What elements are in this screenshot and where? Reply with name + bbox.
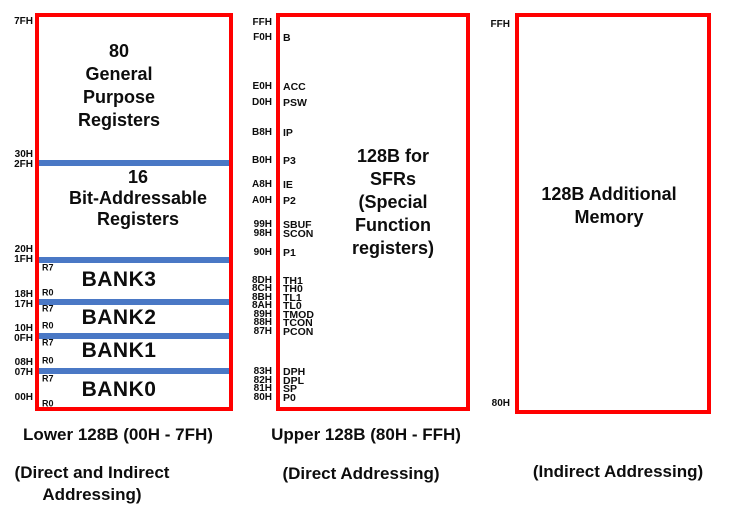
- sfr-address-label: 8AH: [251, 300, 272, 311]
- general-purpose-registers-text: 80 General Purpose Registers: [77, 41, 161, 130]
- lower-address-label: 0FH: [14, 333, 33, 344]
- sfr-register-name: IE: [283, 179, 293, 191]
- sfr-register-name: IP: [283, 127, 293, 139]
- bank-label: BANK1: [81, 339, 157, 362]
- register-r0-label: R0: [42, 320, 54, 331]
- sfr-address-label: FFH: [252, 17, 272, 28]
- sfr-register-name: TMOD: [283, 309, 314, 321]
- lower-address-label: 2FH: [14, 159, 33, 170]
- sfr-register-name: TH1: [283, 275, 303, 287]
- sfr-register-name: DPH: [283, 366, 306, 378]
- sfr-register-name: B: [283, 32, 291, 44]
- sfr-address-label: A0H: [251, 195, 272, 206]
- lower-address-label: 07H: [14, 367, 33, 378]
- sfr-description-text: 128B for SFRs (Special Function register…: [351, 146, 435, 258]
- sfr-register-name: SP: [283, 383, 298, 395]
- sfr-address-label: D0H: [251, 97, 272, 108]
- register-r0-label: R0: [42, 355, 54, 366]
- sfr-register-name: ACC: [283, 81, 306, 93]
- caption-extra-addressing-mode: (Indirect Addressing): [532, 462, 704, 481]
- register-r7-label: R7: [42, 262, 54, 273]
- bank-divider-line: [39, 257, 229, 263]
- caption-upper-128b-title: Upper 128B (80H - FFH): [271, 425, 461, 444]
- caption-upper-addressing-mode: (Direct Addressing): [282, 464, 440, 483]
- register-r7-label: R7: [42, 337, 54, 348]
- sfr-register-name: P2: [283, 195, 296, 207]
- sfr-address-label: 88H: [253, 317, 272, 328]
- sfr-address-label: B0H: [251, 155, 272, 166]
- lower-address-label: 20H: [14, 244, 33, 255]
- lower-address-label: 1FH: [14, 254, 33, 265]
- bank-divider-line: [39, 333, 229, 339]
- sfr-address-label: B8H: [251, 127, 272, 138]
- sfr-register-name: TL0: [283, 300, 302, 312]
- extra-address-label-ffh: FFH: [490, 19, 510, 30]
- sfr-register-name: PCON: [283, 326, 314, 338]
- bank-label: BANK2: [81, 306, 157, 329]
- sfr-address-label: 80H: [253, 392, 272, 403]
- sfr-address-label: 8CH: [251, 283, 272, 294]
- lower-address-label: 00H: [14, 392, 33, 403]
- sfr-register-name: DPL: [283, 375, 304, 387]
- register-r0-label: R0: [42, 287, 54, 298]
- lower-address-label: 30H: [14, 149, 33, 160]
- sfr-register-name: SCON: [283, 228, 314, 240]
- lower-address-label: 10H: [14, 323, 33, 334]
- sfr-address-label: 8DH: [251, 275, 272, 286]
- lower-address-label: 7FH: [14, 16, 33, 27]
- sfr-register-name: PSW: [283, 97, 307, 109]
- lower-address-label: 08H: [14, 357, 33, 368]
- bank-label: BANK3: [81, 268, 157, 291]
- sfr-address-label: 87H: [253, 326, 272, 337]
- sfr-address-label: 90H: [253, 247, 272, 258]
- register-r7-label: R7: [42, 303, 54, 314]
- sfr-register-name: TL1: [283, 292, 302, 304]
- sfr-register-name: P3: [283, 155, 296, 167]
- sfr-address-label: 8BH: [251, 292, 272, 303]
- bank-label: BANK0: [81, 378, 157, 401]
- bank-divider-line: [39, 160, 229, 166]
- sfr-address-label: 82H: [253, 375, 272, 386]
- sfr-address-label: F0H: [253, 32, 272, 43]
- sfr-address-label: E0H: [252, 81, 272, 92]
- additional-memory-box: [515, 13, 711, 414]
- sfr-register-name: TCON: [283, 317, 313, 329]
- sfr-address-label: 83H: [253, 366, 272, 377]
- lower-address-label: 18H: [14, 289, 33, 300]
- sfr-register-name: SBUF: [283, 219, 312, 231]
- lower-address-label: 17H: [14, 299, 33, 310]
- bank-divider-line: [39, 299, 229, 305]
- extra-address-label-80h: 80H: [491, 398, 510, 409]
- sfr-address-label: 81H: [253, 383, 272, 394]
- caption-lower-addressing-mode: (Direct and Indirect Addressing): [14, 463, 170, 504]
- register-r0-label: R0: [42, 398, 54, 409]
- sfr-register-name: TH0: [283, 283, 303, 295]
- caption-lower-128b-title: Lower 128B (00H - 7FH): [23, 425, 213, 444]
- bit-addressable-registers-text: 16 Bit-Addressable Registers: [68, 167, 208, 229]
- sfr-address-label: A8H: [251, 179, 272, 190]
- bank-divider-line: [39, 368, 229, 374]
- additional-memory-text: 128B Additional Memory: [541, 184, 677, 227]
- sfr-register-name: P1: [283, 247, 296, 259]
- sfr-address-label: 89H: [253, 309, 272, 320]
- upper-128b-sfr-box: [276, 13, 470, 411]
- lower-128b-box: [35, 13, 233, 411]
- register-r7-label: R7: [42, 373, 54, 384]
- sfr-address-label: 98H: [253, 228, 272, 239]
- sfr-register-name: P0: [283, 392, 296, 404]
- sfr-address-label: 99H: [253, 219, 272, 230]
